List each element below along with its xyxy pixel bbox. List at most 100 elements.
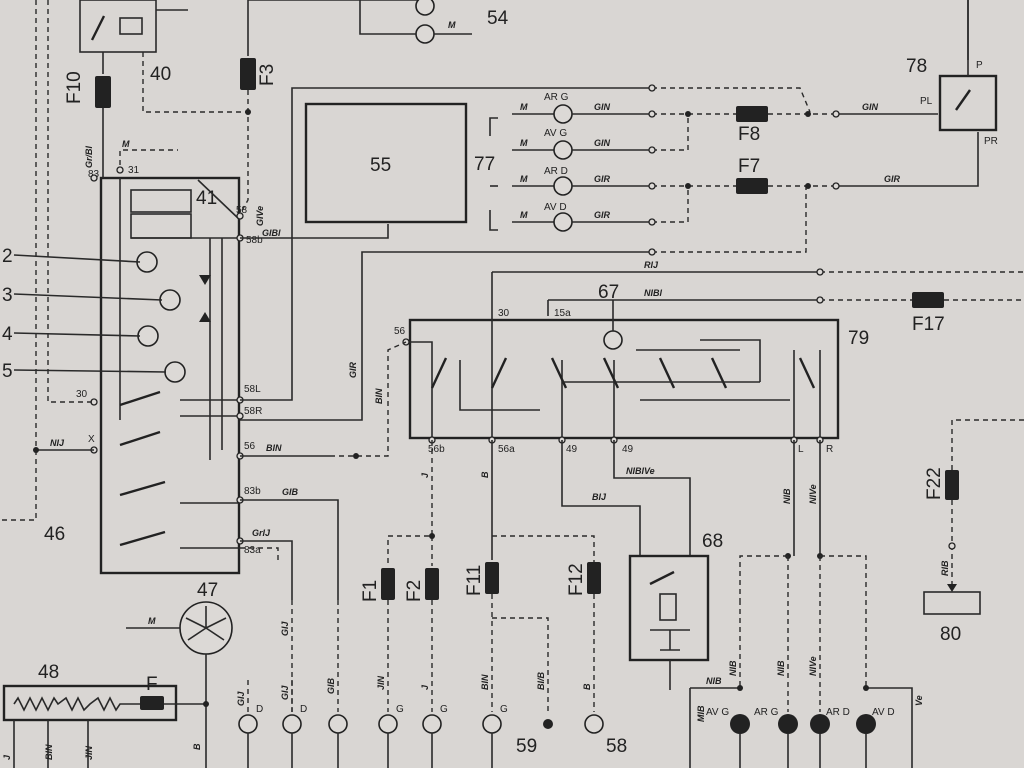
fuse-F10 <box>95 76 111 108</box>
wire-NIVe-a: NIVe <box>808 484 818 504</box>
wire-GIB-b: GIB <box>326 677 336 694</box>
fuse-F3 <box>240 58 256 90</box>
label-F2: F2 <box>404 580 425 602</box>
wire-GIJ-b: GIJ <box>280 684 290 700</box>
wire-GIN-b: GIN <box>594 138 611 148</box>
wire-RIJ: RIJ <box>644 260 659 270</box>
lamp-label-AVD: AV D <box>544 202 567 213</box>
wire-NIVe-b: NIVe <box>808 656 818 676</box>
pin-83a: 83a <box>244 545 261 556</box>
lamp-icon <box>482 714 502 734</box>
wire-NIBIVe: NIBIVe <box>626 466 655 476</box>
wire-M-77c: M <box>520 174 528 184</box>
wire-BIN-b: BIN <box>374 388 384 404</box>
wire-NIB-a: NIB <box>782 488 792 504</box>
wire-M-77d: M <box>520 210 528 220</box>
pin-58b: 58b <box>246 235 263 246</box>
pin-30: 30 <box>76 389 88 400</box>
lamp-icon <box>328 714 348 734</box>
pin-31: 31 <box>128 165 140 176</box>
pin-30-79: 30 <box>498 308 510 319</box>
wire-GIR-a: GIR <box>594 174 611 184</box>
wire-GIR-vert: GIR <box>348 361 358 378</box>
lamp-label-AVD2: AV D <box>872 707 895 718</box>
diode-icon <box>199 312 211 322</box>
wire-M-77a: M <box>520 102 528 112</box>
wire-GIVe: GIVe <box>255 206 265 226</box>
lamp-icon <box>238 714 258 734</box>
wire-JIN-48: JIN <box>84 745 94 760</box>
label-78: 78 <box>906 56 927 77</box>
wire-BIN-c: BIN <box>480 674 490 690</box>
component-79-box <box>408 318 840 440</box>
bulb-icon <box>730 714 750 734</box>
lamp-label-AVG: AV G <box>544 128 567 139</box>
pin-56: 56 <box>244 441 256 452</box>
label-59: 59 <box>516 736 537 757</box>
label-77: 77 <box>474 154 495 175</box>
bulb-icon <box>810 714 830 734</box>
component-55-box <box>304 102 468 224</box>
label-F: F <box>146 674 158 695</box>
label-F7: F7 <box>738 156 760 177</box>
label-5: 5 <box>2 361 13 382</box>
label-2: 2 <box>2 246 13 267</box>
label-F10: F10 <box>64 71 85 104</box>
lamp-label-ARD: AR D <box>544 166 568 177</box>
wire-NIJ: NIJ <box>50 438 65 448</box>
lamp-icon <box>603 330 623 350</box>
pin-83b: 83b <box>244 486 261 497</box>
wire-M-77b: M <box>520 138 528 148</box>
lamp-label-AVG2: AV G <box>706 707 729 718</box>
lamp-label-G2: G <box>440 704 448 715</box>
wire-NIB-d: NIB <box>706 676 722 686</box>
label-79: 79 <box>848 328 869 349</box>
fuse-F7 <box>736 178 768 194</box>
pin-49a: 49 <box>566 444 578 455</box>
wire-M-47: M <box>148 616 156 626</box>
wire-B-48: B <box>192 743 202 750</box>
label-F1: F1 <box>360 580 381 602</box>
fuse-F1 <box>381 568 395 600</box>
diode-icon <box>199 275 211 285</box>
wire-GIR-c: GIR <box>884 174 901 184</box>
lamp-icon <box>553 176 573 196</box>
lamp-label-G3: G <box>500 704 508 715</box>
component-78-box <box>938 74 998 132</box>
lamp-icon <box>415 24 435 44</box>
pin-56a: 56a <box>498 444 515 455</box>
relay-40 <box>79 0 157 53</box>
wire-J-b: J <box>420 684 430 690</box>
switch-contacts-41 <box>119 390 166 547</box>
component-41-box <box>99 176 241 575</box>
pin-56-79: 56 <box>394 326 406 337</box>
pin-58L: 58L <box>244 384 261 395</box>
lamp-label-D1: D <box>256 704 263 715</box>
wire-BIN-48: BIN <box>44 744 54 760</box>
pin-58R: 58R <box>244 406 262 417</box>
fuse-F17 <box>912 292 944 308</box>
wire-JIN-a: JIN <box>376 675 386 690</box>
component-80-box <box>923 591 981 615</box>
wire-NIB-b: NIB <box>728 660 738 676</box>
wire-RIB: RIB <box>940 560 950 576</box>
lamp-icon <box>553 140 573 160</box>
wire-M-41: M <box>122 139 130 149</box>
label-F17: F17 <box>912 314 945 335</box>
label-67: 67 <box>598 282 619 303</box>
wire-GIJ-c: GIJ <box>280 620 290 636</box>
pin-L: L <box>798 444 804 455</box>
wire-GIBl: GIBl <box>262 228 281 238</box>
label-68: 68 <box>702 531 723 552</box>
lamp-icon <box>415 0 435 16</box>
label-80: 80 <box>940 624 961 645</box>
lamp-icon <box>282 714 302 734</box>
pin-58: 58 <box>236 205 248 216</box>
label-40: 40 <box>150 64 171 85</box>
pin-15a: 15a <box>554 308 571 319</box>
wire-BIN-a: BIN <box>266 443 282 453</box>
lamp-icon <box>553 104 573 124</box>
bulb-icon <box>856 714 876 734</box>
wire-GIB-a: GIB <box>282 487 299 497</box>
